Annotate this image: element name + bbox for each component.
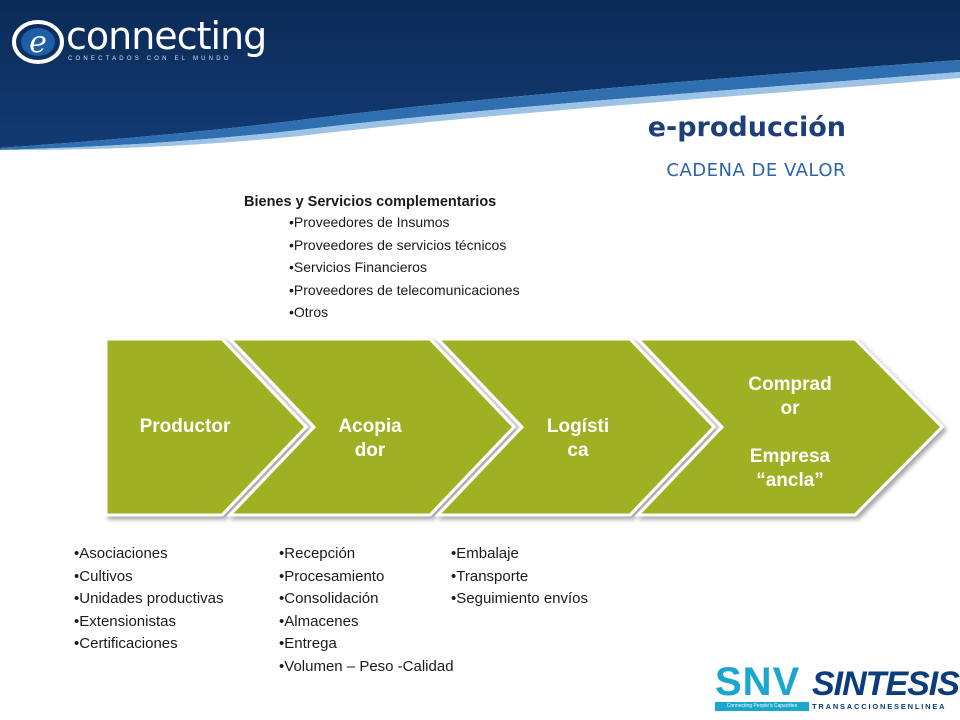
slide-subtitle: CADENA DE VALOR — [666, 160, 846, 181]
chevron-label-logistica: Logísti ca — [546, 416, 610, 461]
list-item: Asociaciones — [74, 543, 224, 566]
list-item: Cultivos — [74, 566, 224, 589]
list-item: Servicios Financieros — [289, 256, 520, 279]
value-chain: Productor Acopia dor Logísti ca Comprad … — [100, 335, 950, 530]
chevron-label-productor: Productor — [139, 416, 231, 437]
snv-name: SNV — [715, 660, 801, 704]
sintesis-tagline: TRANSACCIONESENLINEA — [812, 702, 947, 711]
chevron-acopiador — [226, 337, 517, 517]
complementary-services: Bienes y Servicios complementarios Prove… — [244, 193, 520, 324]
list-item: Certificaciones — [74, 633, 224, 656]
list-item: Entrega — [279, 633, 454, 656]
chevron-label-acopiador: Acopia dor — [338, 416, 402, 461]
productor-details: Asociaciones Cultivos Unidades productiv… — [74, 543, 224, 656]
list-item: Seguimiento envíos — [451, 588, 588, 611]
svg-text:e: e — [29, 25, 47, 60]
list-item: Procesamiento — [279, 566, 454, 589]
list-item: Consolidación — [279, 588, 454, 611]
brand-tagline: CONECTADOS CON EL MUNDO — [68, 56, 232, 62]
list-item: Recepción — [279, 543, 454, 566]
brand-name: connecting — [66, 14, 267, 58]
e-logo-icon: e — [12, 20, 64, 64]
list-item: Otros — [289, 301, 520, 324]
logistica-details: Embalaje Transporte Seguimiento envíos — [451, 543, 588, 611]
list-item: Embalaje — [451, 543, 588, 566]
chevron-logistica — [434, 337, 717, 517]
list-item: Almacenes — [279, 611, 454, 634]
sintesis-logo: SINTESIS TRANSACCIONESENLINEA — [812, 664, 960, 714]
complementary-list: Proveedores de Insumos Proveedores de se… — [289, 211, 520, 324]
header-banner: e connecting CONECTADOS CON EL MUNDO — [0, 0, 960, 150]
acopiador-details: Recepción Procesamiento Consolidación Al… — [279, 543, 454, 679]
snv-tagline: Connecting People's Capacities — [715, 702, 809, 711]
list-item: Unidades productivas — [74, 588, 223, 611]
chevron-productor — [104, 337, 309, 517]
list-item: Volumen – Peso -Calidad — [279, 656, 453, 679]
snv-logo: SNV Connecting People's Capacities — [715, 662, 809, 712]
value-chain-arrows — [104, 337, 945, 517]
slide-title: e-producción — [647, 112, 846, 143]
list-item: Proveedores de servicios técnicos — [289, 234, 520, 257]
chevron-comprador — [634, 337, 945, 517]
list-item: Transporte — [451, 566, 588, 589]
chevron-label-comprador: Comprad or Empresa “ancla” — [748, 374, 832, 491]
brand-logo: e connecting CONECTADOS CON EL MUNDO — [10, 10, 267, 70]
list-item: Proveedores de Insumos — [289, 211, 520, 234]
complementary-title: Bienes y Servicios complementarios — [244, 194, 497, 210]
header-wave — [0, 0, 960, 150]
list-item: Extensionistas — [74, 611, 224, 634]
sintesis-name: SINTESIS — [812, 665, 960, 703]
list-item: Proveedores de telecomunicaciones — [289, 279, 520, 302]
